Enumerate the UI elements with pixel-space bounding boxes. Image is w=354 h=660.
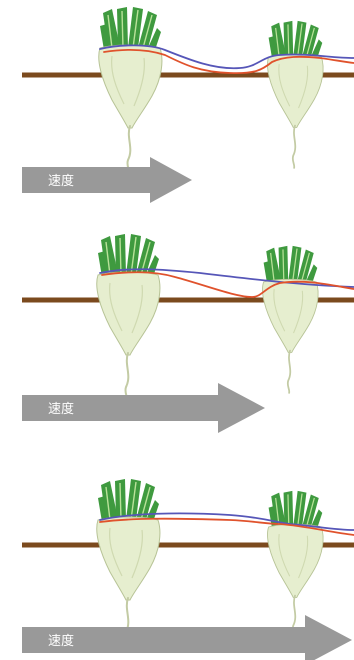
sugar-beet-right — [266, 490, 324, 639]
speed-arrow — [22, 383, 265, 433]
sugar-beet-left — [95, 233, 161, 402]
panel-1: 速度 — [22, 6, 354, 203]
speed-label: 速度 — [48, 173, 74, 189]
blue-contour-line — [99, 268, 354, 288]
red-cut-line — [99, 517, 354, 536]
speed-label: 速度 — [48, 401, 74, 417]
sugar-beet-left — [97, 6, 163, 175]
sugar-beet-right — [266, 20, 324, 169]
speed-label: 速度 — [48, 633, 74, 649]
blue-contour-line — [99, 44, 354, 70]
red-cut-line — [103, 48, 354, 75]
panel-2: 速度 — [22, 233, 354, 433]
speed-arrow — [22, 615, 352, 660]
speed-arrow — [22, 157, 192, 203]
sugar-beet-right — [261, 245, 319, 394]
blue-contour-line — [99, 512, 354, 531]
sugar-beet-left — [95, 478, 161, 647]
red-cut-line — [101, 271, 354, 298]
panel-3: 速度 — [22, 478, 354, 660]
